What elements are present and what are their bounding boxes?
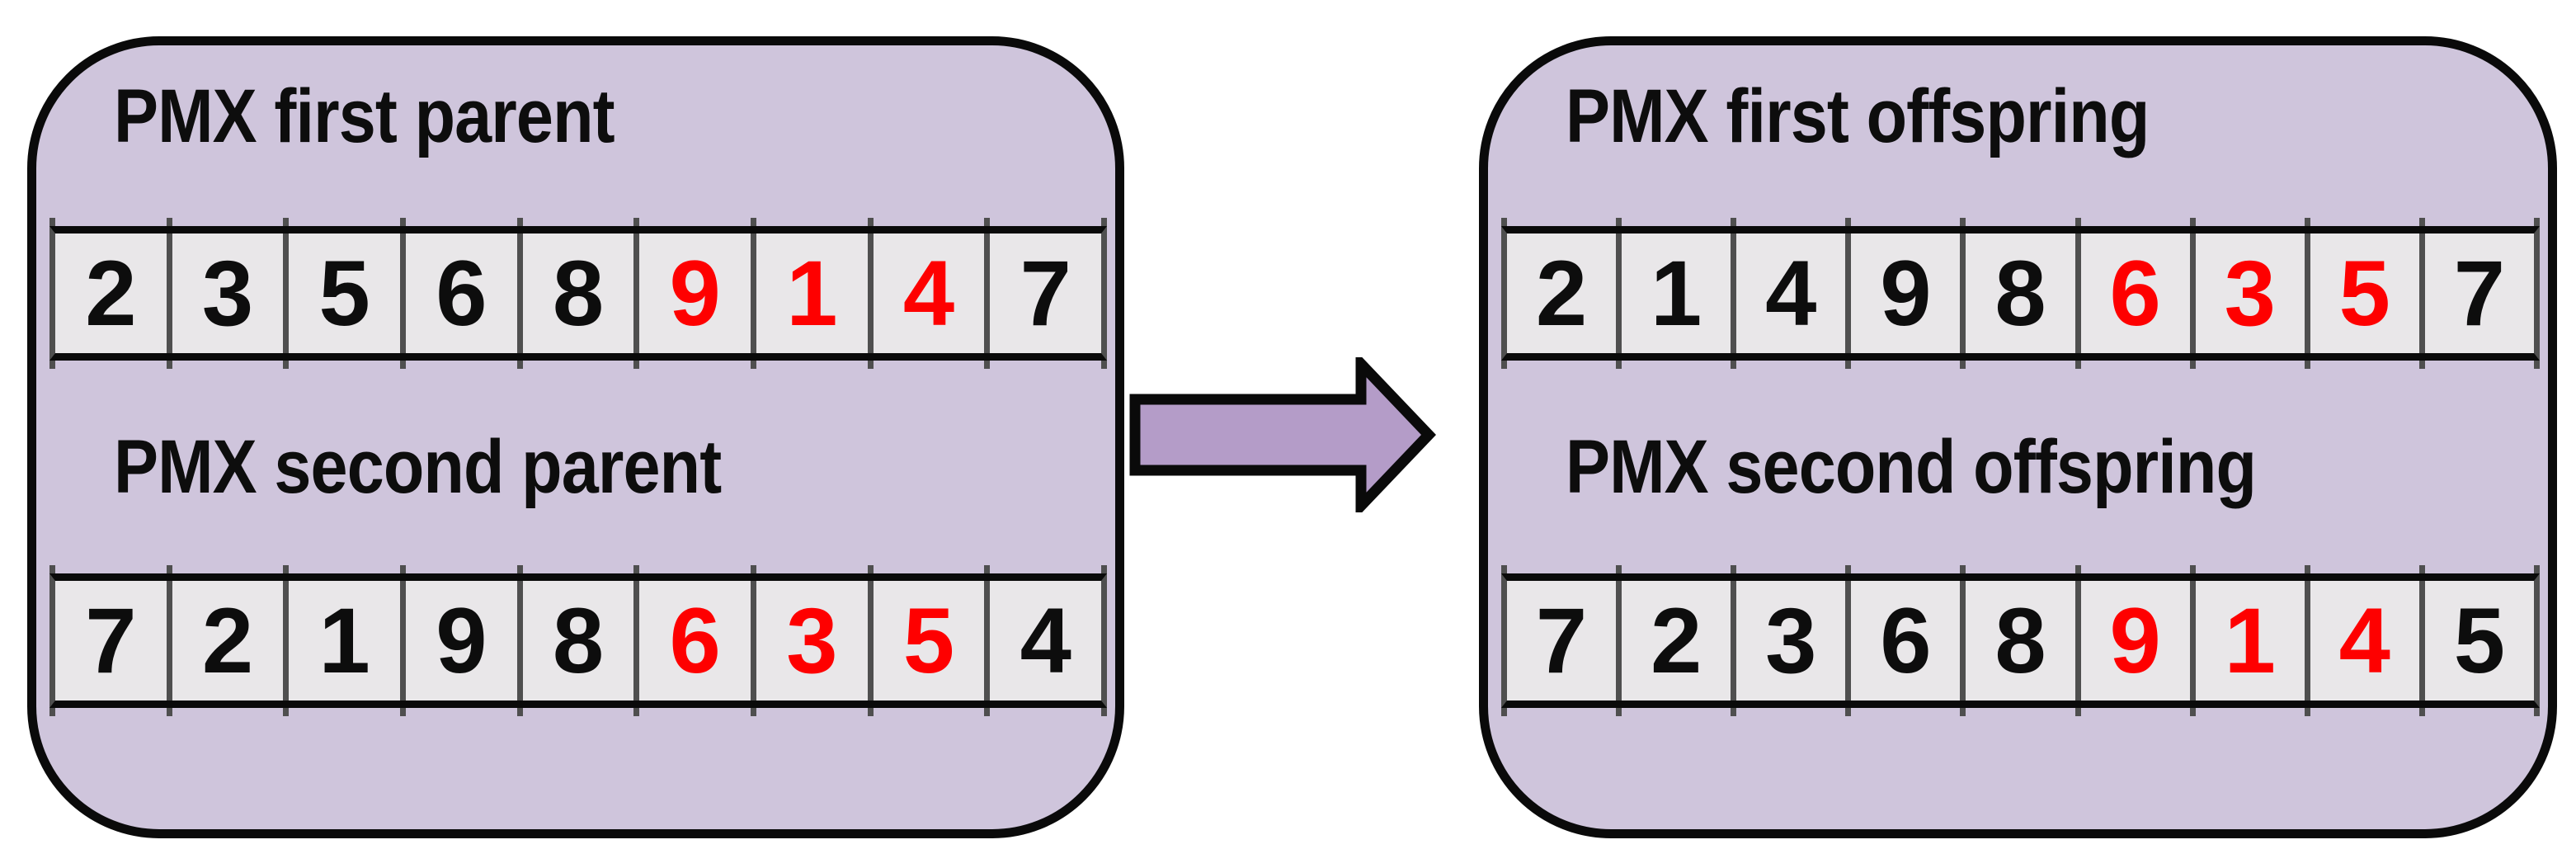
gene-cell: 8 bbox=[1960, 565, 2074, 716]
gene-cell: 7 bbox=[984, 218, 1101, 369]
gene-cell: 2 bbox=[1616, 565, 1731, 716]
gene-cell: 1 bbox=[751, 218, 868, 369]
gene-cell: 4 bbox=[2304, 565, 2419, 716]
gene-cell: 4 bbox=[867, 218, 985, 369]
first-offspring-row: 2 1 4 9 8 6 3 5 7 bbox=[1500, 218, 2540, 369]
first-offspring-title: PMX first offspring bbox=[1566, 74, 2150, 158]
gene-cell: 5 bbox=[2418, 565, 2534, 716]
gene-cell: 8 bbox=[1960, 218, 2074, 369]
gene-cell: 9 bbox=[1845, 218, 1960, 369]
second-offspring-row: 7 2 3 6 8 9 1 4 5 bbox=[1500, 565, 2540, 716]
gene-cell: 5 bbox=[283, 218, 400, 369]
gene-cell: 2 bbox=[166, 565, 284, 716]
second-offspring-title: PMX second offspring bbox=[1566, 425, 2257, 509]
gene-cell: 5 bbox=[2304, 218, 2419, 369]
gene-cell: 9 bbox=[2074, 565, 2190, 716]
gene-cell: 2 bbox=[1500, 218, 1616, 369]
gene-cell: 6 bbox=[2074, 218, 2190, 369]
right-arrow-icon bbox=[1129, 357, 1436, 512]
gene-cell: 6 bbox=[1845, 565, 1960, 716]
gene-cell: 6 bbox=[633, 565, 751, 716]
gene-cell: 1 bbox=[283, 565, 400, 716]
gene-cell: 9 bbox=[400, 565, 517, 716]
parents-panel: PMX first parent 2 3 5 6 8 9 1 4 7 PMX s… bbox=[27, 36, 1124, 838]
second-parent-row: 7 2 1 9 8 6 3 5 4 bbox=[49, 565, 1107, 716]
gene-cell: 8 bbox=[516, 218, 634, 369]
gene-cell: 7 bbox=[1500, 565, 1616, 716]
gene-cell: 1 bbox=[2189, 565, 2305, 716]
gene-cell: 6 bbox=[400, 218, 517, 369]
gene-cell: 5 bbox=[867, 565, 985, 716]
gene-cell: 7 bbox=[2418, 218, 2534, 369]
gene-cell: 3 bbox=[166, 218, 284, 369]
first-parent-row: 2 3 5 6 8 9 1 4 7 bbox=[49, 218, 1107, 369]
offspring-panel: PMX first offspring 2 1 4 9 8 6 3 5 7 PM… bbox=[1479, 36, 2557, 838]
gene-cell: 3 bbox=[751, 565, 868, 716]
gene-cell: 4 bbox=[1731, 218, 1845, 369]
crossover-arrow bbox=[1129, 357, 1436, 512]
second-parent-title: PMX second parent bbox=[114, 425, 722, 509]
gene-cell: 8 bbox=[516, 565, 634, 716]
gene-cell: 1 bbox=[1616, 218, 1731, 369]
gene-cell: 2 bbox=[49, 218, 167, 369]
gene-cell: 3 bbox=[1731, 565, 1845, 716]
gene-cell: 3 bbox=[2189, 218, 2305, 369]
gene-cell: 7 bbox=[49, 565, 167, 716]
gene-cell: 4 bbox=[984, 565, 1101, 716]
gene-cell: 9 bbox=[633, 218, 751, 369]
first-parent-title: PMX first parent bbox=[114, 74, 615, 158]
